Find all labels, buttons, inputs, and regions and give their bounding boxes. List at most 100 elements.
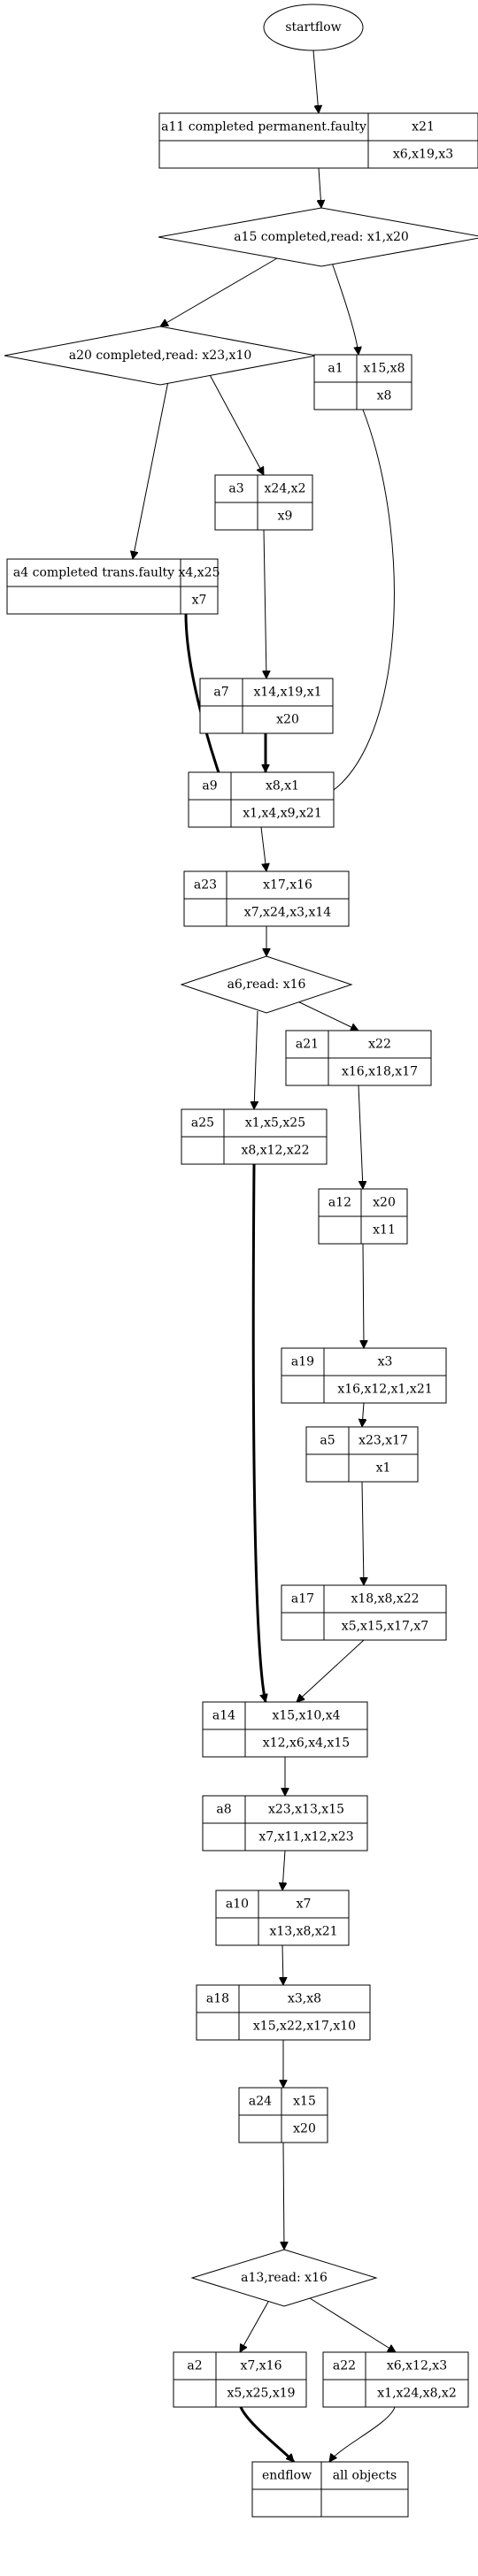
record-id-a14: a14 xyxy=(212,1709,235,1723)
edge-start-to-a11 xyxy=(312,50,319,113)
record-node-a10: a10 x7 x13,x8,x21 xyxy=(215,1890,350,1946)
edge-a20-to-a3 xyxy=(207,371,264,475)
record-top-a18: x3,x8 xyxy=(288,1992,321,2006)
record-node-a25: a25 x1,x5,x25 x8,x12,x22 xyxy=(181,1108,328,1165)
edge-a2-to-end xyxy=(239,2406,296,2464)
record-top-a9: x8,x1 xyxy=(266,779,299,794)
decision-label-a15: a15 completed,read: x1,x20 xyxy=(234,230,409,244)
record-node-a19: a19 x3 x16,x12,x1,x21 xyxy=(281,1347,447,1404)
record-id-a10: a10 xyxy=(226,1898,249,1912)
record-id-a12: a12 xyxy=(328,1196,351,1210)
record-top-a4: x4,x25 xyxy=(179,566,220,580)
record-top-a19: x3 xyxy=(378,1355,393,1369)
record-id-a2: a2 xyxy=(187,2359,202,2373)
record-bottom-a3: x9 xyxy=(278,510,293,524)
record-top-a7: x14,x19,x1 xyxy=(253,686,321,700)
record-id-a5: a5 xyxy=(320,1434,335,1448)
edge-a17-to-a14 xyxy=(297,1639,365,1702)
record-bottom-a19: x16,x12,x1,x21 xyxy=(337,1383,432,1397)
edge-a24-to-a13 xyxy=(283,2142,284,2250)
record-node-a11: a11 completed permanent.faulty x21 x6,x19,… xyxy=(158,112,478,169)
record-bottom-a10: x13,x8,x21 xyxy=(269,1925,337,1939)
record-bottom-a23: x7,x24,x3,x14 xyxy=(244,906,331,920)
record-top-a11: x21 xyxy=(412,120,435,134)
edge-a1-to-a9 xyxy=(314,409,395,801)
decision-shape-a6 xyxy=(180,955,353,1014)
record-node-a23: a23 x17,x16 x7,x24,x3,x14 xyxy=(183,870,350,927)
edge-a22-to-end xyxy=(329,2406,396,2462)
record-top-a24: x15 xyxy=(293,2095,316,2109)
edge-a12-to-a19 xyxy=(363,1243,364,1348)
record-top-a2: x7,x16 xyxy=(241,2359,282,2373)
record-id-a1: a1 xyxy=(328,362,343,376)
decision-node-a13: a13,read: x16 xyxy=(190,2249,378,2307)
edge-a13-to-a2 xyxy=(240,2301,269,2352)
nodes-layer: startflow a15 completed,read: x1,x20 a20 c… xyxy=(4,4,478,2518)
start-node-label: startflow xyxy=(285,20,341,34)
record-id-a19: a19 xyxy=(291,1355,314,1369)
record-node-a9: a9 x8,x1 x1,x4,x9,x21 xyxy=(188,771,335,828)
record-id-a11: a11 completed permanent.faulty xyxy=(161,120,366,134)
record-top-a23: x17,x16 xyxy=(263,878,312,893)
record-bottom-a24: x20 xyxy=(293,2122,316,2136)
record-id-a7: a7 xyxy=(213,686,228,700)
record-bottom-a12: x11 xyxy=(373,1223,396,1238)
edge-a15-to-a20 xyxy=(160,257,278,326)
edges-layer xyxy=(133,50,396,2464)
record-top-a1: x15,x8 xyxy=(364,362,405,376)
record-id-a9: a9 xyxy=(202,779,217,794)
record-bottom-a9: x1,x4,x9,x21 xyxy=(243,807,321,821)
start-node: startflow xyxy=(263,4,364,51)
record-bottom-a17: x5,x15,x17,x7 xyxy=(342,1620,428,1634)
edge-a6-to-a25 xyxy=(254,1010,258,1109)
decision-label-a6: a6,read: x16 xyxy=(227,978,306,992)
record-bottom-a5: x1 xyxy=(376,1461,391,1476)
record-bottom-a1: x8 xyxy=(377,389,392,403)
edge-a10-to-a18 xyxy=(282,1944,283,1985)
edge-a13-to-a22 xyxy=(309,2297,396,2352)
decision-shape-a13 xyxy=(190,2249,378,2307)
record-id-a22: a22 xyxy=(333,2359,356,2373)
decision-label-a13: a13,read: x16 xyxy=(241,2271,328,2285)
record-bottom-a2: x5,x25,x19 xyxy=(227,2387,295,2401)
record-id-a21: a21 xyxy=(296,1038,319,1052)
record-bottom-a4: x7 xyxy=(192,594,207,608)
record-id-a25: a25 xyxy=(191,1116,214,1131)
record-node-a2: a2 x7,x16 x5,x25,x19 xyxy=(173,2351,307,2408)
record-bottom-a11: x6,x19,x3 xyxy=(393,148,453,162)
record-bottom-a8: x7,x11,x12,x23 xyxy=(258,1830,353,1844)
record-top-a5: x23,x17 xyxy=(358,1434,408,1448)
record-id-a3: a3 xyxy=(228,482,243,496)
edge-a6-to-a21 xyxy=(291,998,358,1031)
record-top-a10: x7 xyxy=(297,1898,312,1912)
decision-shape-a20 xyxy=(4,326,317,386)
record-id-a23: a23 xyxy=(194,878,217,893)
record-node-a14: a14 x15,x10,x4 x12,x6,x4,x15 xyxy=(202,1701,368,1758)
record-bottom-a22: x1,x24,x8,x2 xyxy=(377,2387,456,2401)
record-top-a14: x15,x10,x4 xyxy=(272,1709,340,1723)
edge-a19-to-a5 xyxy=(362,1402,364,1427)
record-bottom-a14: x12,x6,x4,x15 xyxy=(263,1736,350,1751)
record-bottom-a21: x16,x18,x17 xyxy=(342,1065,418,1079)
decision-node-a20: a20 completed,read: x23,x10 xyxy=(4,326,317,386)
start-node-shape xyxy=(263,4,364,51)
record-top-end: all objects xyxy=(333,2469,397,2483)
record-top-a8: x23,x13,x15 xyxy=(268,1803,344,1817)
decision-node-a6: a6,read: x16 xyxy=(180,955,353,1014)
record-bottom-a25: x8,x12,x22 xyxy=(241,1144,309,1158)
record-top-a17: x18,x8,x22 xyxy=(351,1592,419,1606)
decision-shape-a15 xyxy=(158,207,478,267)
record-id-a8: a8 xyxy=(216,1803,231,1817)
record-top-a25: x1,x5,x25 xyxy=(245,1116,305,1131)
